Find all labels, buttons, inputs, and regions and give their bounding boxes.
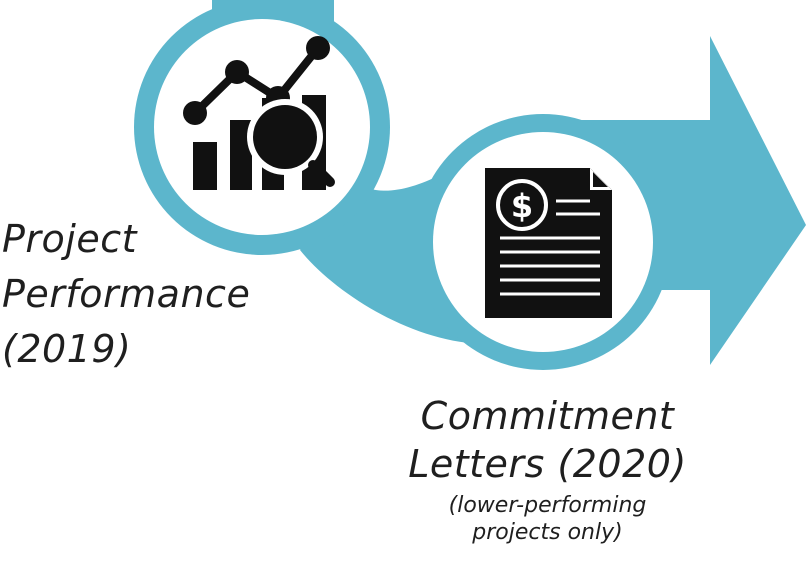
step-2-title: Commitment Letters (2020) xyxy=(380,392,715,488)
step-2-note-line-2: projects only) xyxy=(472,520,623,545)
step-2-note: (lower-performing projects only) xyxy=(400,492,695,546)
step-1-title-line-3: (2019) xyxy=(2,327,132,371)
invoice-dollar-icon: $ xyxy=(485,168,612,318)
chart-magnifier-icon xyxy=(183,36,335,190)
step-1-title-line-1: Project xyxy=(2,217,138,261)
dollar-sign: $ xyxy=(511,187,533,225)
step-2-title-line-1: Commitment xyxy=(420,394,675,438)
step-1-title: Project Performance (2019) xyxy=(2,212,322,377)
step-1-title-line-2: Performance xyxy=(2,272,251,316)
step-2-note-line-1: (lower-performing xyxy=(448,493,647,518)
step-2-title-line-2: Letters (2020) xyxy=(408,442,687,486)
dollar-coin-icon xyxy=(496,179,548,231)
